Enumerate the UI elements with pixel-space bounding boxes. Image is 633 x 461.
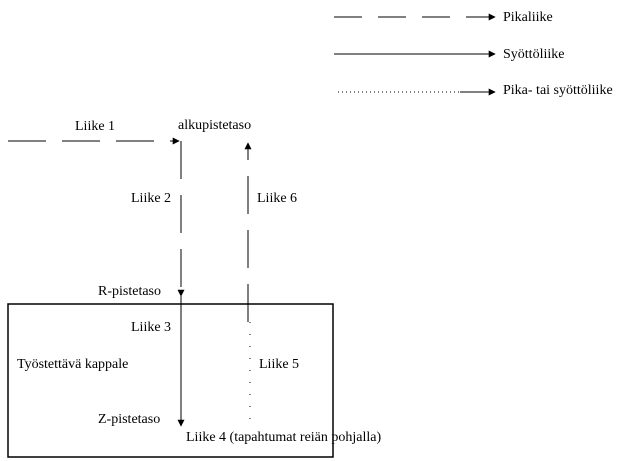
move3-label: Liike 3: [131, 320, 171, 335]
r-level-label: R-pistetaso: [98, 284, 161, 299]
move4-label: Liike 4 (tapahtumat reiän pohjalla): [186, 430, 381, 445]
move6-label: Liike 6: [257, 191, 297, 206]
workpiece-label: Työstettävä kappale: [17, 357, 128, 372]
move5-label: Liike 5: [259, 357, 299, 372]
legend-either-label: Pika- tai syöttöliike: [503, 83, 613, 98]
legend-feed-label: Syöttöliike: [503, 47, 564, 62]
move1-label: Liike 1: [75, 119, 115, 134]
z-level-label: Z-pistetaso: [98, 412, 160, 427]
workpiece-box: [7, 303, 334, 458]
start-level-label: alkupistetaso: [178, 118, 251, 133]
legend: Pikaliike Syöttöliike Pika- tai syöttöli…: [334, 10, 613, 98]
legend-rapid-label: Pikaliike: [503, 10, 553, 25]
move2-label: Liike 2: [131, 191, 171, 206]
